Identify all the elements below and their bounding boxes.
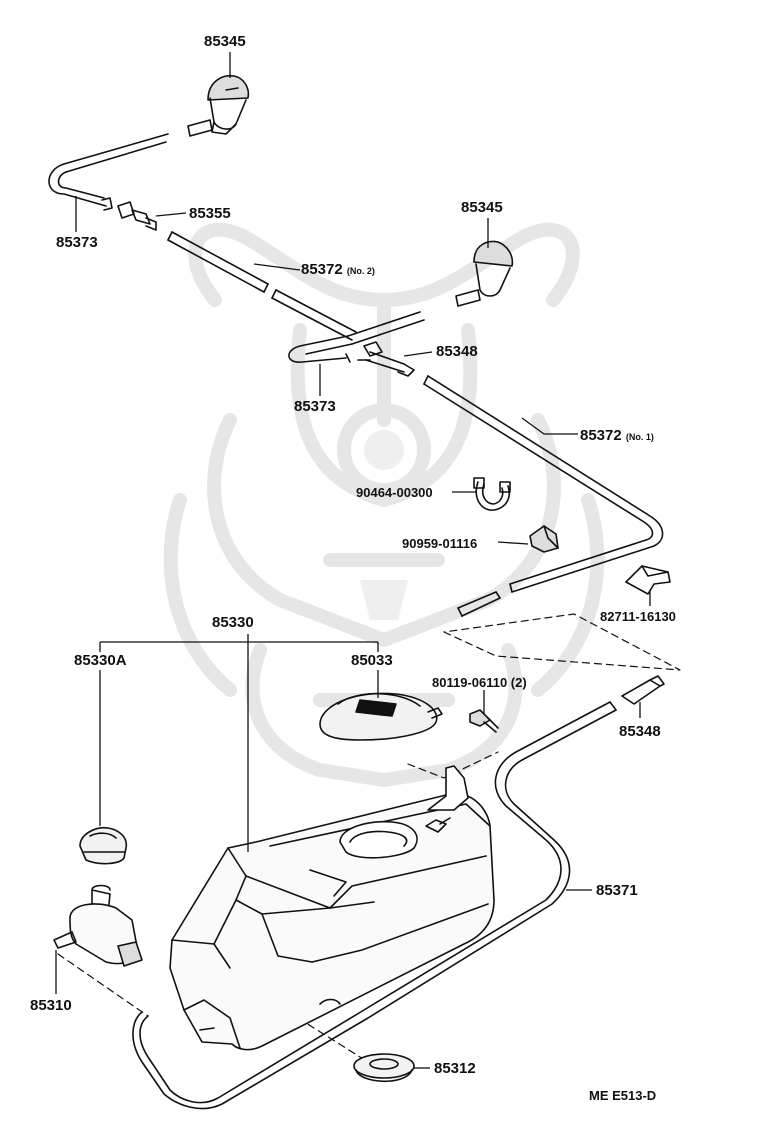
label-tank-grommet: 85312 [434,1060,476,1077]
label-connector-upper: 85355 [189,205,231,222]
nozzle-upper [187,74,250,137]
hose-tank [132,701,617,1110]
washer-pump [53,884,143,967]
label-bolt: 80119-06110 (2) [432,675,527,690]
hose-upper [48,133,169,211]
label-hose-no2: 85372 (No. 2) [301,262,375,277]
bracket-clip [625,565,671,595]
watermark-emblem-fill [360,430,408,620]
label-hose-tank: 85371 [596,882,638,899]
label-hose-no1-number: 85372 [580,427,622,444]
tank-grommet [353,1053,415,1082]
label-joint-upper: 85348 [436,343,478,360]
joint-lower [621,675,665,705]
label-bracket-clip: 82711-16130 [600,609,676,624]
label-tank-assy: 85330 [212,614,254,631]
connector-upper [117,201,157,231]
washer-tank [169,765,495,1051]
label-hose-elbow-upper: 85373 [56,234,98,251]
label-hose-elbow-mid: 85373 [294,398,336,415]
label-tank-cap: 85033 [351,652,393,669]
clamp [473,477,511,511]
clip-small [529,525,559,553]
tank-cap [319,692,443,741]
label-clamp: 90464-00300 [356,485,433,500]
label-hose-no2-note: (No. 2) [346,266,375,276]
hose-elbow-mid [288,311,425,363]
label-nozzle-upper: 85345 [204,33,246,50]
pump-grommet [79,826,128,865]
label-nozzle-mid: 85345 [461,199,503,216]
watermark-emblem [163,222,605,787]
label-joint-lower: 85348 [619,723,661,740]
nozzle-mid [455,240,514,307]
label-pump: 85310 [30,997,72,1014]
dashed-guide-lines [57,613,681,1063]
bolt [469,709,499,733]
label-tank-sub: 85330A [74,652,127,669]
label-hose-no1: 85372 (No. 1) [580,428,654,443]
label-clip-small: 90959-01116 [402,536,478,551]
hose-no1 [423,375,664,617]
label-hose-no2-number: 85372 [301,261,343,278]
joint-upper [357,341,415,377]
leader-lines [55,52,651,1069]
diagram-reference-code: ME E513-D [589,1088,657,1103]
hose-no2 [167,231,357,341]
label-hose-no1-note: (No. 1) [625,432,654,442]
